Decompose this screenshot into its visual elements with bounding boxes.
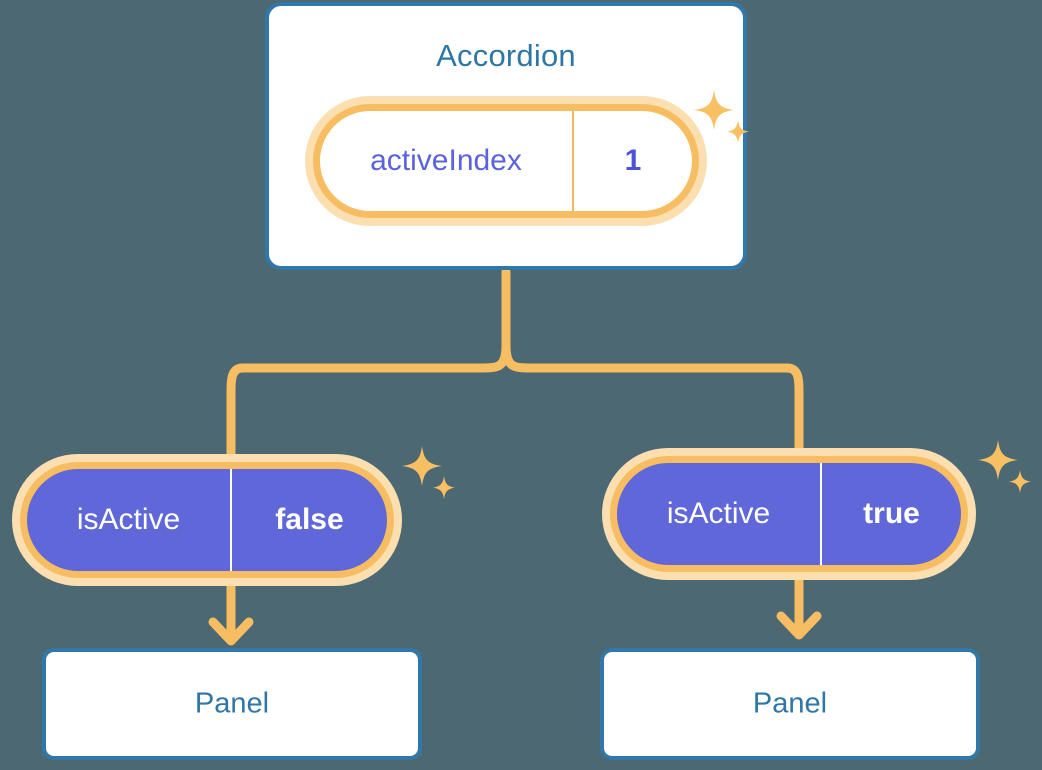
sparkle-icon <box>402 446 455 499</box>
state-value: 1 <box>624 144 642 177</box>
connector-branch-left <box>226 340 511 467</box>
panel-label: Panel <box>752 687 828 720</box>
component-card-panel-right[interactable]: Panel <box>600 648 980 760</box>
state-key: isActive <box>617 463 822 565</box>
arrow-head-left <box>208 617 254 646</box>
state-badge-is-active-false[interactable]: isActive false <box>20 462 394 578</box>
state-badge-is-active-true[interactable]: isActive true <box>610 456 968 572</box>
state-value: false <box>275 503 344 536</box>
panel-label: Panel <box>194 687 270 720</box>
state-badge-active-index[interactable]: activeIndex 1 <box>313 104 699 218</box>
state-value: true <box>863 497 920 530</box>
state-key: activeIndex <box>320 111 574 211</box>
connector-branch-right <box>501 340 804 461</box>
component-card-panel-left[interactable]: Panel <box>42 648 422 760</box>
page-title: Accordion <box>436 38 576 73</box>
arrow-head-right <box>776 611 822 640</box>
sparkle-icon <box>978 440 1031 493</box>
state-key: isActive <box>27 469 232 571</box>
